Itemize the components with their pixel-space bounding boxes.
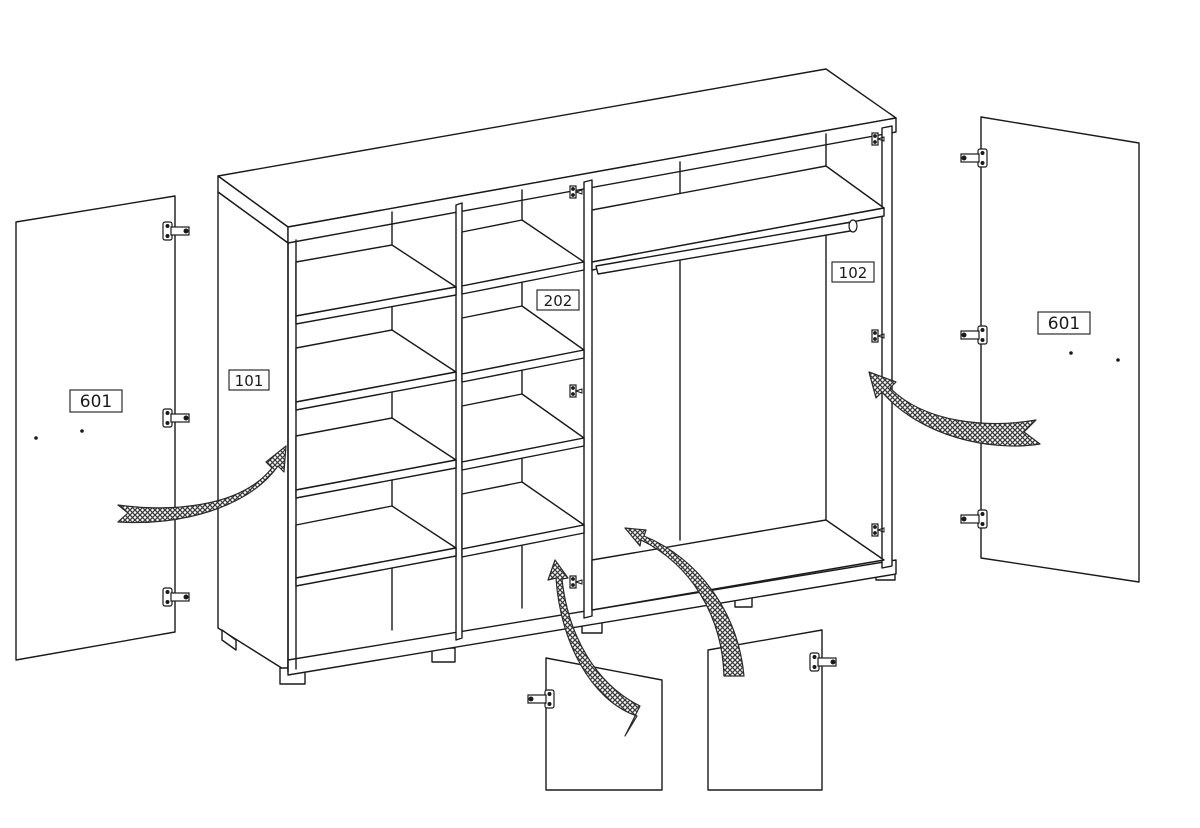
label-601-left: 601 [69, 389, 123, 413]
wardrobe-carcass [217, 68, 897, 685]
label-202: 202 [536, 289, 580, 311]
hinge-icon [960, 509, 988, 529]
shelves-left-column [295, 244, 457, 587]
vertical-divider [455, 202, 463, 641]
assembly-arrow-icon [868, 371, 1041, 447]
svg-text:601: 601 [1048, 314, 1080, 334]
hinge-icon [960, 325, 988, 345]
hinge-icon [162, 587, 190, 607]
assembly-arrow-icon [117, 445, 287, 524]
hinge-icon [809, 652, 837, 672]
side-panel-102 [881, 125, 893, 569]
hinge-icon [162, 408, 190, 428]
side-panel-101 [217, 191, 289, 673]
door-right [960, 116, 1140, 583]
svg-text:601: 601 [80, 392, 112, 412]
shelves-middle-column [461, 219, 585, 558]
door-bottom-left [527, 657, 663, 791]
hinge-icon [162, 221, 190, 241]
svg-text:202: 202 [544, 292, 573, 310]
assembly-arrow-icon [624, 527, 745, 677]
hinge-icon [527, 689, 555, 709]
label-601-right: 601 [1037, 311, 1091, 335]
svg-text:102: 102 [839, 264, 868, 282]
svg-text:101: 101 [235, 372, 264, 390]
label-101: 101 [228, 369, 270, 391]
door-left [15, 195, 190, 661]
assembly-arrow-icon [547, 559, 641, 737]
hinge-icon [960, 148, 988, 168]
label-102: 102 [831, 261, 875, 283]
